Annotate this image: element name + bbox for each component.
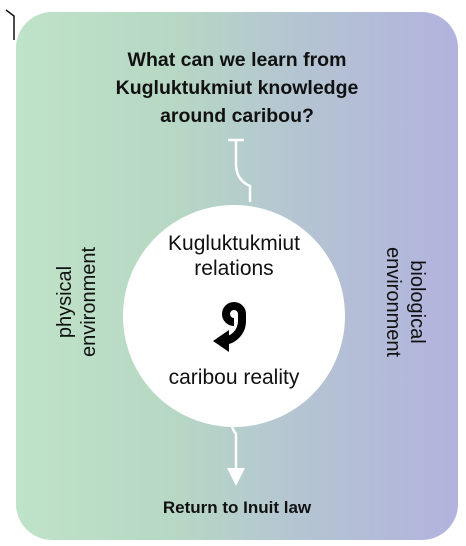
- corner-bracket: [5, 9, 15, 40]
- relations-label: Kugluktukmiut relations: [168, 232, 300, 280]
- question-line-3: around caribou?: [160, 105, 314, 127]
- caribou-reality-label: caribou reality: [168, 366, 300, 389]
- question-title: What can we learn from Kugluktukmiut kno…: [16, 46, 458, 130]
- cycle-arrow-icon: [213, 302, 246, 352]
- question-line-1: What can we learn from: [127, 49, 347, 71]
- physical-environment-label: physical environment: [54, 246, 100, 358]
- biological-environment-label: biological environment: [382, 246, 428, 358]
- diagram-panel: What can we learn from Kugluktukmiut kno…: [16, 12, 458, 540]
- return-to-inuit-law-label: Return to Inuit law: [162, 498, 312, 517]
- down-arrow-head: [227, 468, 245, 486]
- question-line-2: Kugluktukmiut knowledge: [115, 77, 359, 99]
- center-circle: Kugluktukmiut relations caribou reality: [123, 205, 345, 427]
